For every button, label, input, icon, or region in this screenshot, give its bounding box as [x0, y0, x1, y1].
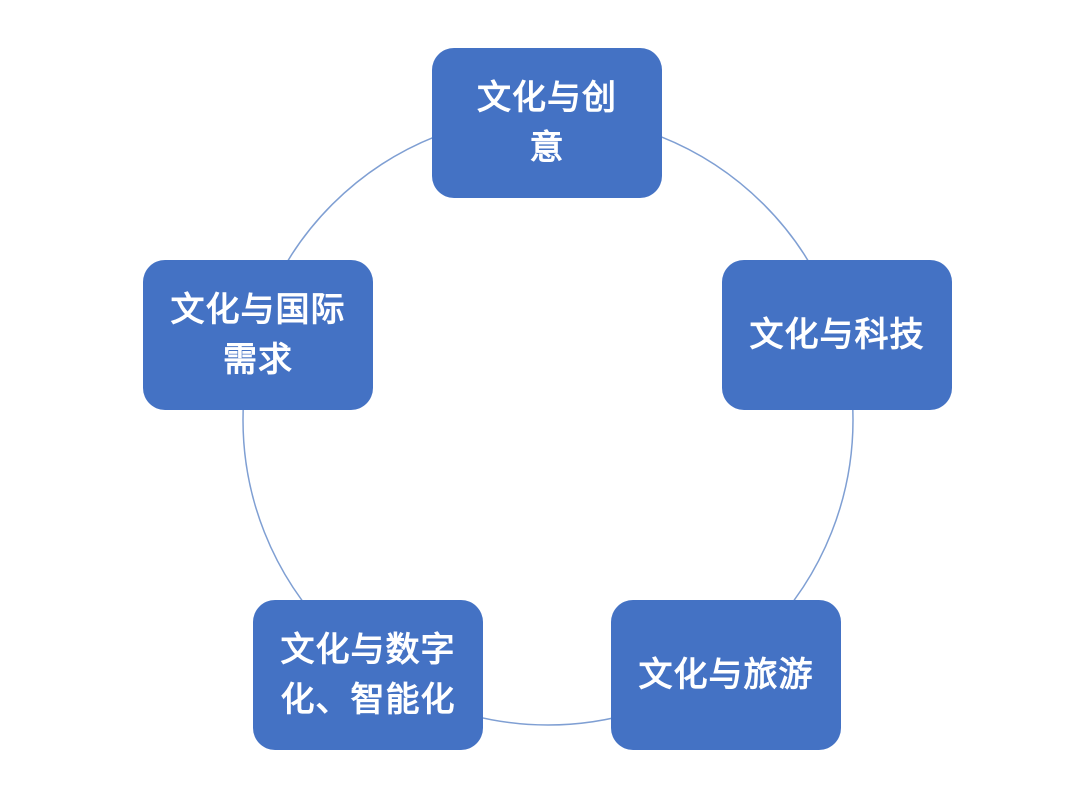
- node-label: 文化与数字化、智能化: [280, 630, 456, 720]
- node-label: 文化与旅游: [638, 655, 814, 695]
- node-culture-technology: 文化与科技: [722, 260, 952, 410]
- node-label: 文化与国际需求: [170, 290, 346, 380]
- node-culture-tourism: 文化与旅游: [611, 600, 841, 750]
- node-culture-international-demand: 文化与国际需求: [143, 260, 373, 410]
- node-culture-digital-intelligent: 文化与数字化、智能化: [253, 600, 483, 750]
- node-label: 文化与创意: [477, 78, 617, 168]
- node-label: 文化与科技: [749, 315, 925, 355]
- node-culture-creativity: 文化与创意: [432, 48, 662, 198]
